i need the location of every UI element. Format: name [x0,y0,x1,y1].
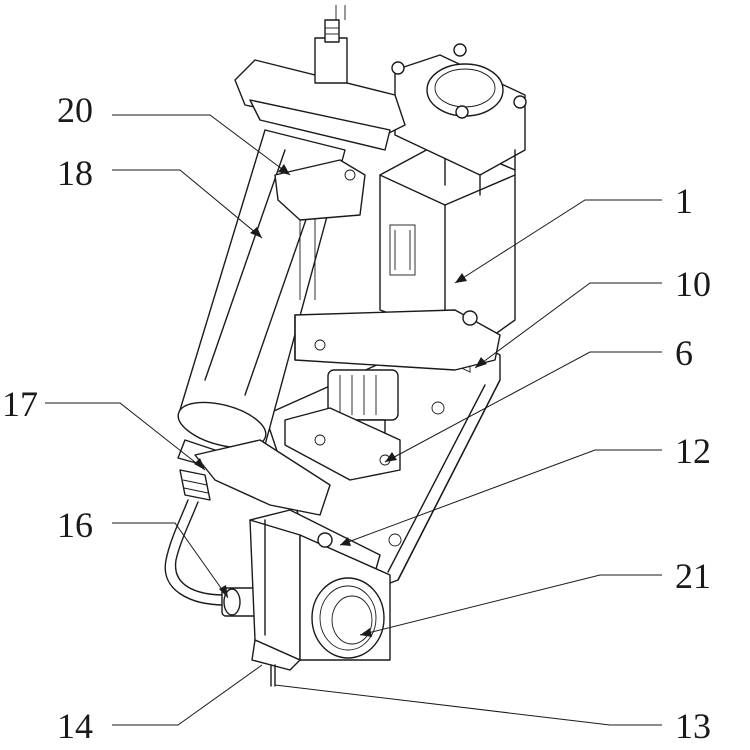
arrow-heads [194,164,487,637]
coupling [284,369,401,481]
leader-10 [474,282,662,369]
label-18: 18 [57,153,93,193]
label-17: 17 [2,384,38,424]
lower-connector [179,439,331,516]
leader-1 [454,199,662,284]
leader-6 [384,351,662,463]
label-20: 20 [57,90,93,130]
leader-12 [339,449,662,546]
label-12: 12 [675,431,711,471]
leader-21 [359,574,662,636]
label-10: 10 [675,264,711,304]
label-13: 13 [675,706,711,746]
label-21: 21 [675,556,711,596]
valve-body [249,509,391,687]
leader-18 [112,169,263,239]
label-6: 6 [675,333,693,373]
leader-20 [112,114,291,176]
leader-16 [112,522,229,599]
leader-17 [45,402,206,471]
label-16: 16 [57,505,93,545]
motor-assembly [379,43,527,346]
reference-labels: 20 18 1 10 6 17 12 16 21 14 13 [2,90,711,746]
label-14: 14 [57,706,93,746]
top-clamp [234,5,406,151]
leader-14 [112,664,263,726]
plunger-clamp [274,159,366,300]
slide-bracket [294,309,501,371]
leader-lines [45,114,662,726]
label-1: 1 [675,181,693,221]
leader-13 [274,684,662,726]
